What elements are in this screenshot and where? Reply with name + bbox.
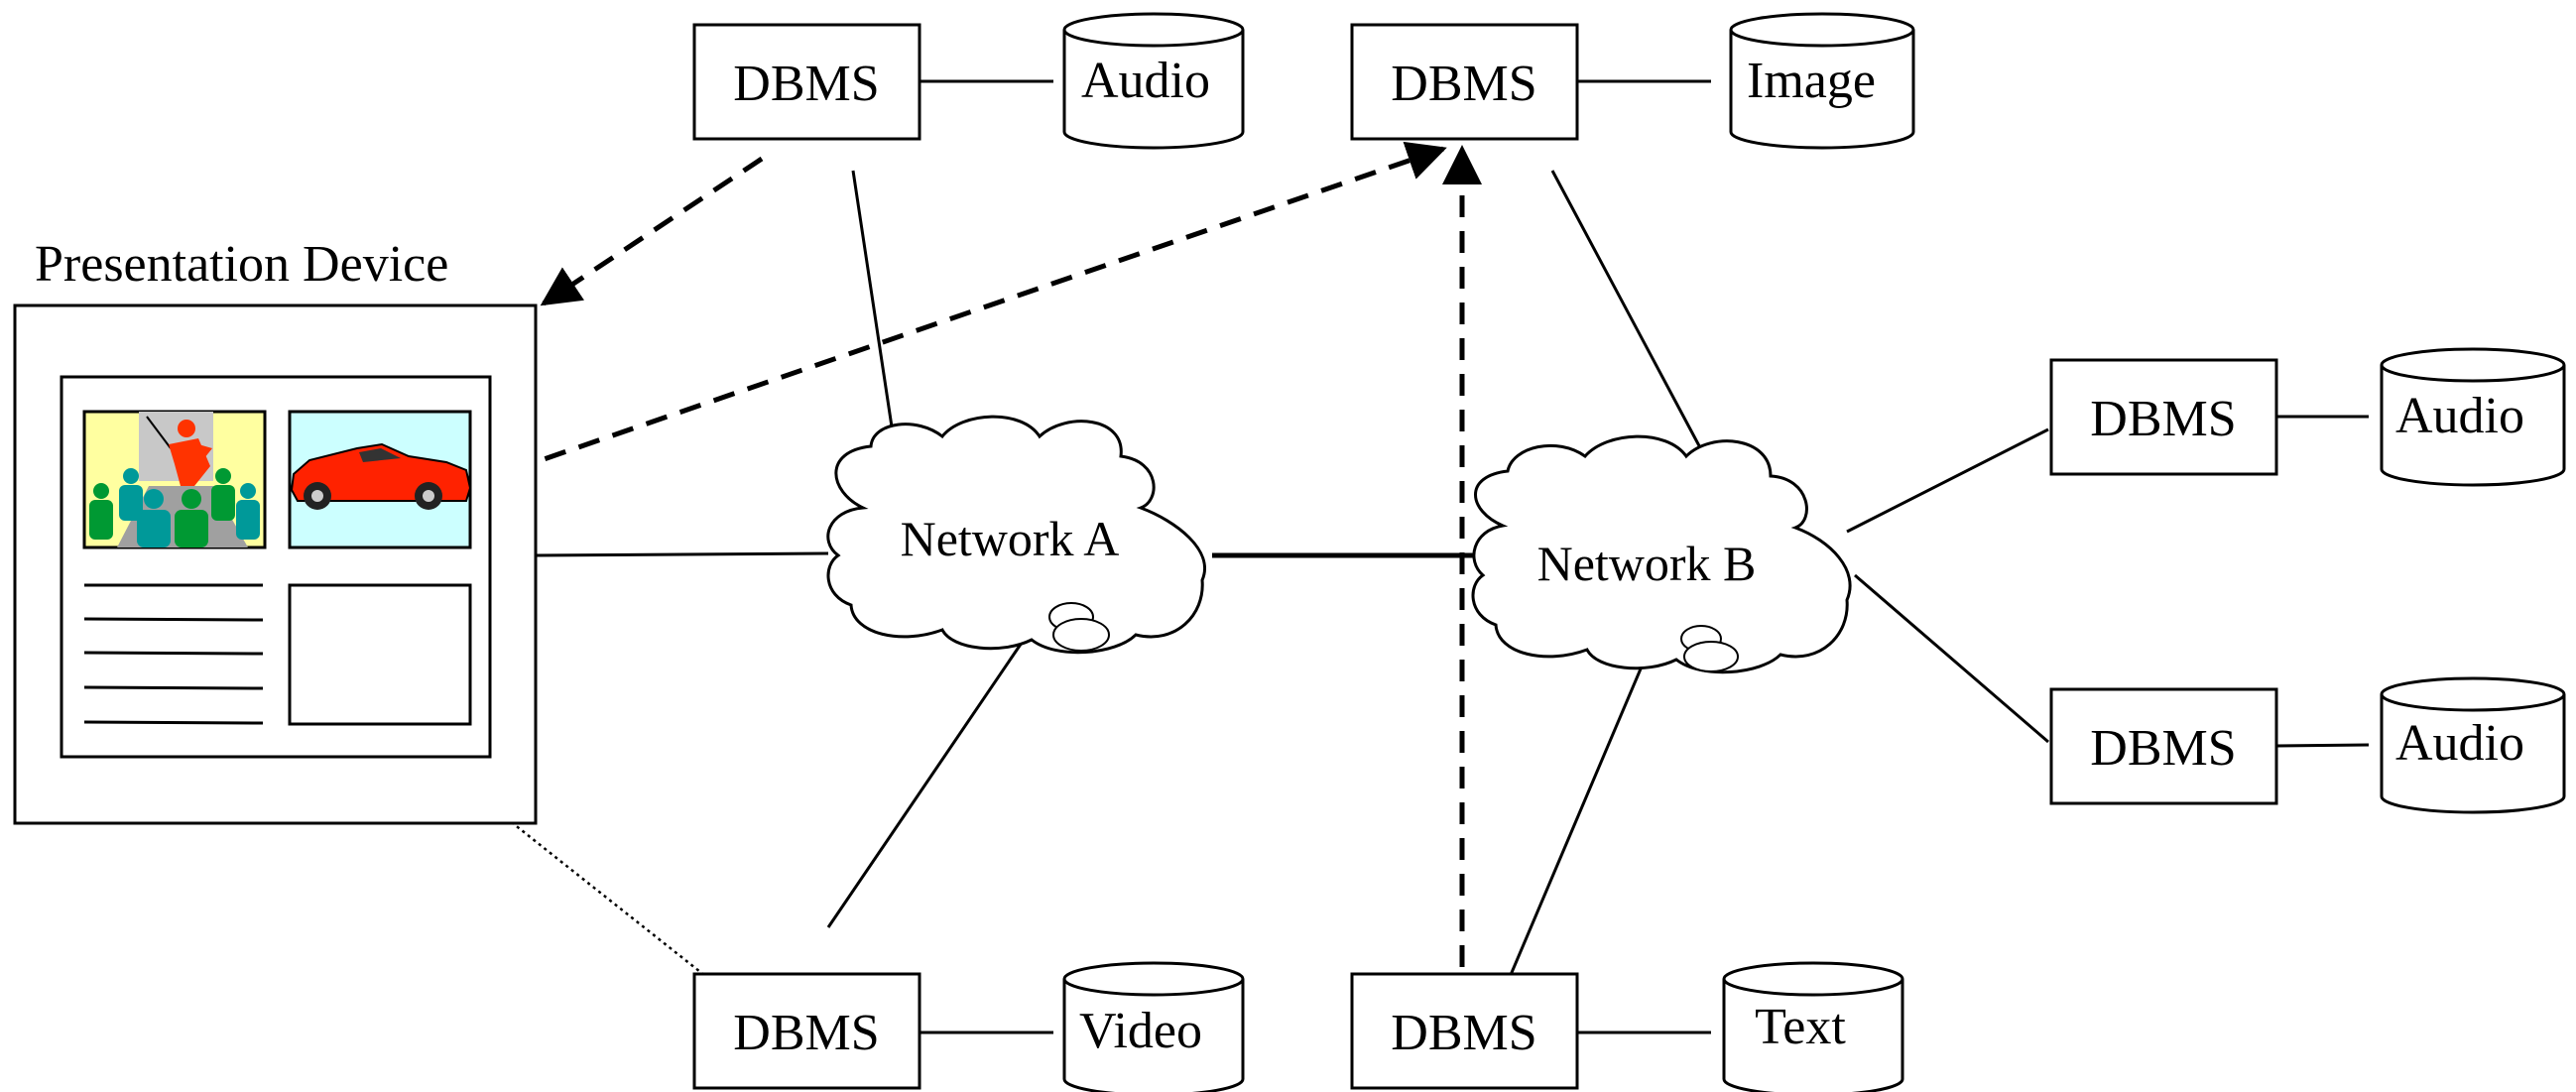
flow-image-from-slide	[462, 141, 1447, 494]
store-label: Text	[1755, 999, 1846, 1055]
empty-slide-region	[288, 583, 472, 726]
text-lines-placeholder	[83, 583, 264, 725]
presenter-slide	[82, 410, 267, 549]
store-label: Audio	[2395, 715, 2524, 772]
link-network-b-dbms-bottommid	[1506, 666, 1644, 983]
link-device-network-a	[535, 551, 829, 557]
dbms-top-mid: DBMS	[1350, 23, 1579, 141]
store-label: Video	[1079, 1003, 1202, 1059]
flow-audio-to-device	[540, 156, 764, 306]
dbms-label: DBMS	[733, 1005, 879, 1061]
dbms-label: DBMS	[1391, 1005, 1536, 1061]
store-right-bottom: Audio	[2380, 676, 2566, 814]
store-right-top: Audio	[2380, 347, 2566, 487]
audience-icon	[89, 468, 260, 547]
dbms-bottom-left: DBMS	[692, 972, 921, 1090]
data-flows	[462, 141, 1482, 967]
link-network-b-dbms-rightbottom	[1854, 573, 2049, 744]
link-network-b-dbms-righttop	[1846, 427, 2049, 534]
store-bottom-left: Video	[1062, 961, 1245, 1092]
car-icon	[290, 442, 472, 510]
link-dbms-topmid-network-b	[1550, 170, 1713, 469]
dbms-label: DBMS	[2090, 391, 2236, 447]
link-dbms-topleft-network-a	[851, 170, 900, 467]
network-b: Network B	[1471, 434, 1852, 674]
presenter-icon	[169, 420, 212, 486]
dbms-label: DBMS	[2090, 720, 2236, 777]
dbms-label: DBMS	[1391, 56, 1536, 112]
store-label: Audio	[1081, 53, 1210, 109]
car-slide	[288, 410, 472, 549]
cloud-shape	[1471, 434, 1852, 674]
device-title: Presentation Device	[35, 236, 448, 293]
store-label: Audio	[2395, 388, 2524, 444]
store-top-left: Audio	[1062, 12, 1245, 150]
dbms-right-bottom: DBMS	[2049, 687, 2278, 805]
dbms-top-left: DBMS	[692, 23, 921, 141]
network-a-label: Network A	[901, 511, 1120, 566]
network-a: Network A	[826, 415, 1206, 655]
connections	[535, 79, 2370, 1034]
store-label: Image	[1747, 53, 1876, 109]
network-b-label: Network B	[1537, 536, 1757, 591]
presentation-device: Presentation Device	[13, 236, 538, 825]
dbms-label: DBMS	[733, 56, 879, 112]
link-dbms-store-rightbottom	[2275, 743, 2370, 748]
store-top-mid: Image	[1729, 12, 1915, 150]
cloud-shape	[826, 415, 1206, 655]
dbms-bottom-mid: DBMS	[1350, 972, 1579, 1090]
link-network-a-dbms-bottomleft	[826, 642, 1024, 928]
flow-video-dotted	[168, 549, 720, 988]
store-bottom-mid: Text	[1722, 961, 1904, 1092]
dbms-right-top: DBMS	[2049, 358, 2278, 476]
